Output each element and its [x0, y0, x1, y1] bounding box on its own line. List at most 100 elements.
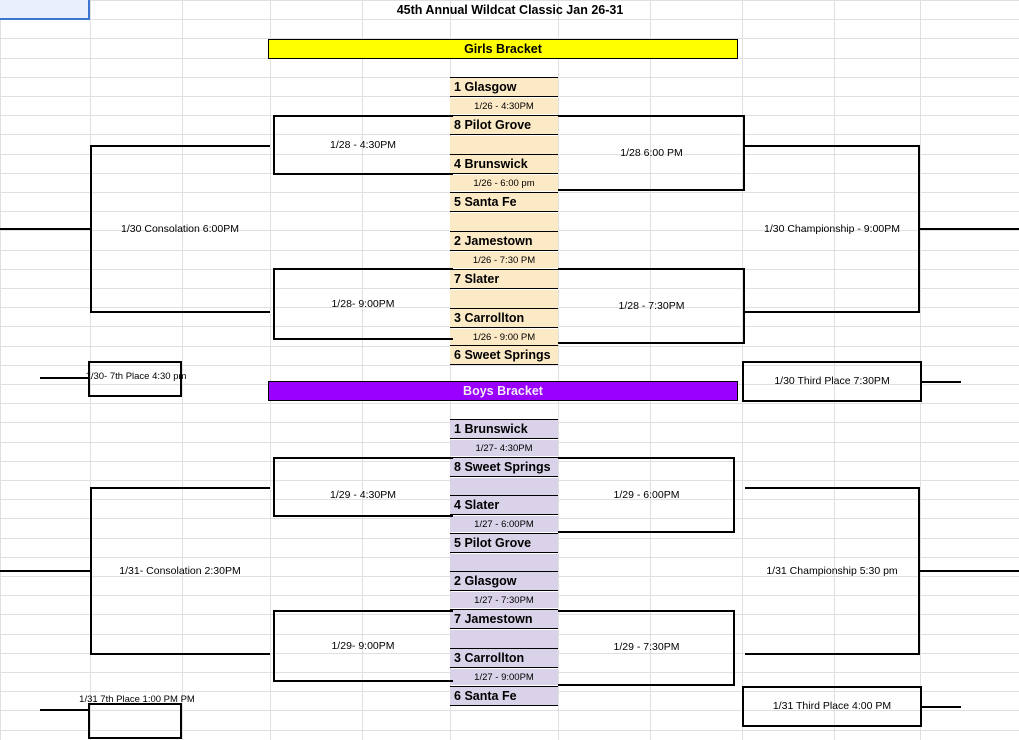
seed: 6 [454, 348, 461, 362]
boys-championship-out-stub [920, 570, 1019, 572]
boys-losers-quarter-box [273, 610, 453, 682]
boys-consolation-label: 1/31- Consolation 2:30PM [119, 565, 241, 577]
girls-column-filler [450, 290, 558, 308]
boys-game-time: 1/27 - 7:30PM [450, 592, 558, 608]
team-name: Carrollton [464, 651, 525, 665]
seed: 2 [454, 574, 461, 588]
boys-team-slot[interactable]: 8 Sweet Springs [450, 457, 558, 477]
girls-consolation-box [90, 145, 270, 313]
seed: 6 [454, 689, 461, 703]
boys-seventh-place-box [88, 703, 182, 739]
boys-column-filler [450, 630, 558, 648]
seed: 4 [454, 498, 461, 512]
team-name: Carrollton [464, 311, 525, 325]
team-name: Jamestown [464, 612, 533, 626]
team-name: Glasgow [464, 80, 517, 94]
girls-seventh-place-label: 1/30- 7th Place 4:30 pm [85, 370, 187, 382]
girls-winners-semi-label: 1/28 - 7:30PM [618, 300, 685, 312]
girls-team-slot[interactable]: 3 Carrollton [450, 308, 558, 328]
boys-winners-semi-label: 1/29 - 7:30PM [613, 641, 680, 653]
boys-losers-quarter-label: 1/29- 9:00PM [331, 640, 395, 652]
boys-losers-quarter-box [273, 457, 453, 517]
team-name: Jamestown [464, 234, 533, 248]
girls-consolation-label: 1/30 Consolation 6:00PM [121, 223, 239, 235]
boys-team-slot[interactable]: 5 Pilot Grove [450, 533, 558, 553]
boys-game-time: 1/27 - 6:00PM [450, 516, 558, 532]
boys-third-place-label: 1/31 Third Place 4:00 PM [772, 700, 892, 712]
girls-seventh-place-stub [40, 377, 89, 379]
boys-championship-box [745, 487, 920, 655]
boys-seventh-place-label: 1/31 7th Place 1:00 PM PM [79, 693, 195, 705]
seed: 5 [454, 536, 461, 550]
boys-third-place-stub [921, 706, 961, 708]
boys-winners-semi-box [558, 457, 735, 533]
girls-consolation-out-stub [0, 228, 91, 230]
grid-row-line [0, 403, 1019, 404]
girls-bracket-banner: Girls Bracket [268, 39, 738, 59]
girls-losers-quarter-label: 1/28 - 4:30PM [330, 139, 396, 151]
team-name: Santa Fe [464, 689, 517, 703]
team-name: Slater [464, 498, 500, 512]
boys-column-filler [450, 554, 558, 572]
grid-column-line [0, 0, 1, 740]
selected-cell[interactable] [0, 0, 90, 20]
girls-third-place-stub [921, 381, 961, 383]
boys-column-filler [450, 478, 558, 496]
boys-winners-semi-label: 1/29 - 6:00PM [613, 489, 680, 501]
girls-winners-semi-label: 1/28 6:00 PM [620, 147, 683, 159]
team-name: Santa Fe [464, 195, 517, 209]
seed: 4 [454, 157, 461, 171]
boys-game-time: 1/27 - 9:00PM [450, 669, 558, 685]
boys-game-time: 1/27- 4:30PM [450, 440, 558, 456]
girls-team-slot[interactable]: 7 Slater [450, 269, 558, 289]
girls-team-slot[interactable]: 2 Jamestown [450, 231, 558, 251]
girls-championship-out-stub [920, 228, 1019, 230]
girls-winners-semi-box [558, 115, 745, 191]
seed: 2 [454, 234, 461, 248]
grid-column-line [270, 0, 271, 740]
grid-row-line [0, 19, 1019, 20]
team-name: Brunswick [464, 157, 528, 171]
girls-team-slot[interactable]: 8 Pilot Grove [450, 115, 558, 135]
girls-winners-semi-box [558, 268, 745, 344]
team-name: Glasgow [464, 574, 517, 588]
girls-column-filler [450, 213, 558, 231]
team-name: Sweet Springs [464, 460, 551, 474]
seed: 3 [454, 311, 461, 325]
seed: 5 [454, 195, 461, 209]
boys-consolation-out-stub [0, 570, 91, 572]
girls-team-slot[interactable]: 1 Glasgow [450, 77, 558, 97]
girls-losers-quarter-box [273, 115, 453, 175]
girls-column-filler [450, 136, 558, 154]
boys-championship-label: 1/31 Championship 5:30 pm [766, 565, 898, 577]
seed: 8 [454, 118, 461, 132]
boys-team-slot[interactable]: 3 Carrollton [450, 648, 558, 668]
boys-team-slot[interactable]: 4 Slater [450, 495, 558, 515]
grid-row-line [0, 0, 1019, 1]
girls-championship-label: 1/30 Championship - 9:00PM [764, 223, 900, 235]
seed: 3 [454, 651, 461, 665]
seed: 1 [454, 80, 461, 94]
boys-team-slot[interactable]: 7 Jamestown [450, 609, 558, 629]
boys-bracket-banner: Boys Bracket [268, 381, 738, 401]
girls-game-time: 1/26 - 9:00 PM [450, 329, 558, 345]
girls-team-slot[interactable]: 4 Brunswick [450, 154, 558, 174]
girls-game-time: 1/26 - 7:30 PM [450, 252, 558, 268]
boys-seventh-place-stub [40, 709, 89, 711]
seed: 7 [454, 612, 461, 626]
boys-team-slot[interactable]: 6 Santa Fe [450, 686, 558, 706]
team-name: Slater [464, 272, 500, 286]
boys-consolation-box [90, 487, 270, 655]
boys-losers-quarter-label: 1/29 - 4:30PM [330, 489, 396, 501]
girls-team-slot[interactable]: 6 Sweet Springs [450, 345, 558, 365]
boys-team-slot[interactable]: 2 Glasgow [450, 571, 558, 591]
girls-seventh-place-box [88, 361, 182, 397]
boys-team-slot[interactable]: 1 Brunswick [450, 419, 558, 439]
seed: 7 [454, 272, 461, 286]
girls-team-slot[interactable]: 5 Santa Fe [450, 192, 558, 212]
seed: 8 [454, 460, 461, 474]
seed: 1 [454, 422, 461, 436]
page-title: 45th Annual Wildcat Classic Jan 26-31 [396, 3, 624, 17]
team-name: Pilot Grove [464, 118, 532, 132]
